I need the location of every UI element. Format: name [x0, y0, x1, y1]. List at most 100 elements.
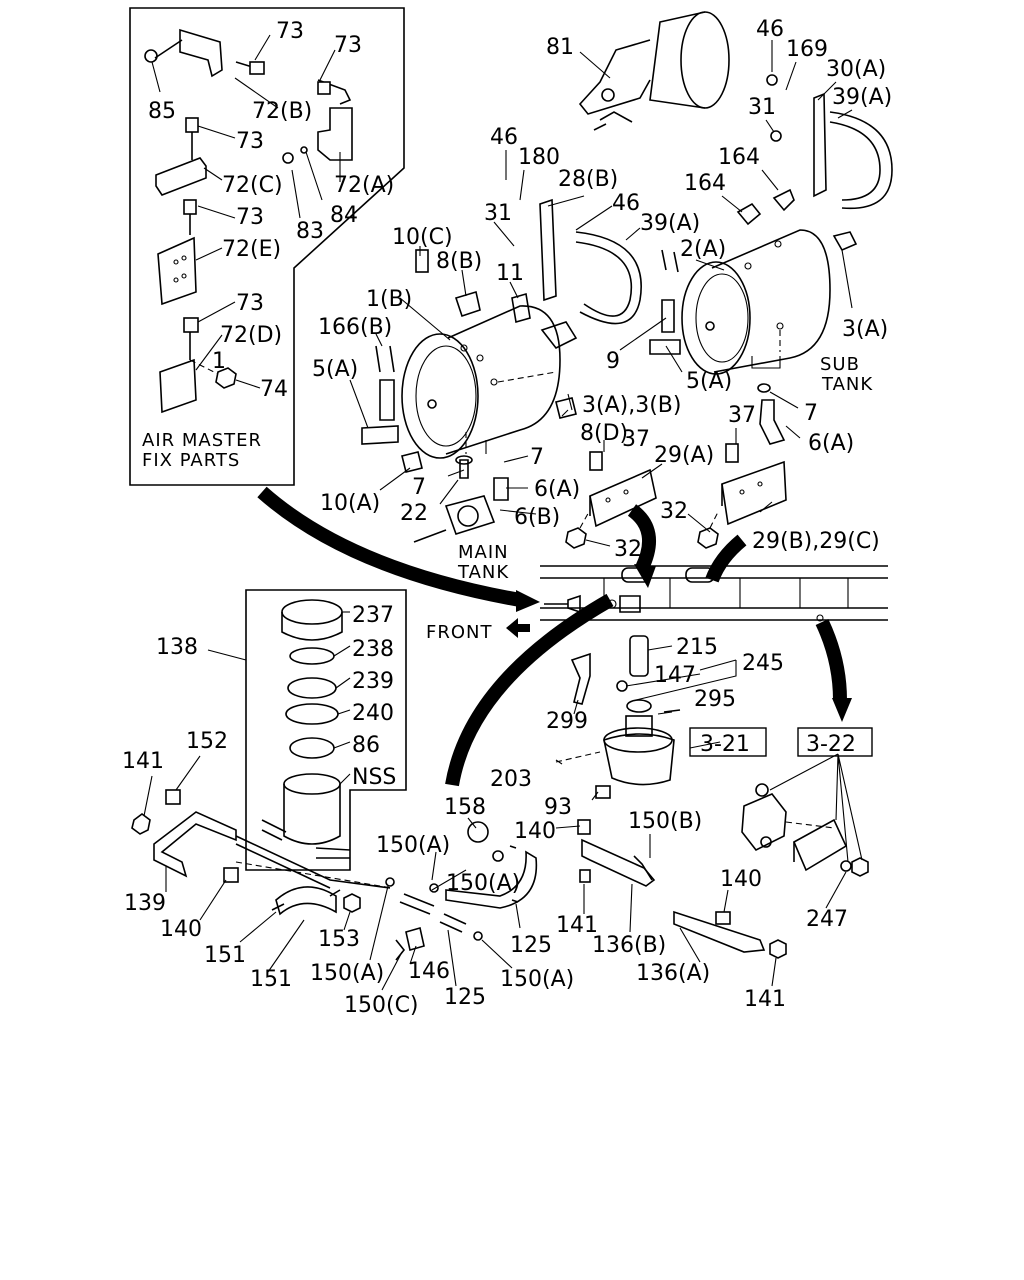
callout-label: 30(A): [826, 57, 886, 82]
sub-tank: [649, 74, 893, 445]
callout-label: 169: [786, 37, 828, 62]
callout-label: 86: [352, 733, 380, 758]
callout-label: 299: [546, 709, 588, 734]
reference-boxes: 3-21 3-22: [689, 727, 873, 757]
callout-label: 150(B): [628, 809, 702, 834]
inset-title-line1: AIR MASTER: [142, 430, 262, 451]
callout-label: 73: [236, 129, 264, 154]
ref-box-3-21: [689, 727, 767, 757]
callout-label: 6(B): [514, 505, 560, 530]
callout-label: 247: [806, 907, 848, 932]
callout-label: 72(D): [220, 323, 282, 348]
brackets-29: [565, 443, 787, 549]
callout-label: 5(A): [686, 369, 732, 394]
callout-label: 150(C): [344, 993, 419, 1018]
callout-label: 2(A): [680, 237, 726, 262]
callout-label: 136(A): [636, 961, 710, 986]
callout-label: 10(A): [320, 491, 380, 516]
callout-label: 7: [530, 445, 544, 470]
ref-box-3-22: [797, 727, 873, 757]
callout-label: 31: [748, 95, 776, 120]
ref-3-22: 3-22: [806, 732, 856, 757]
callout-label: 1(B): [366, 287, 412, 312]
callout-label: 32: [614, 537, 642, 562]
callout-label: 125: [510, 933, 552, 958]
reservoir-kit-138: [207, 589, 407, 871]
callout-label: 84: [330, 203, 358, 228]
callout-label: 158: [444, 795, 486, 820]
callout-label: 240: [352, 701, 394, 726]
callout-label: 73: [236, 205, 264, 230]
callout-label: 11: [496, 261, 524, 286]
callout-label: 7: [804, 401, 818, 426]
main-tank: [361, 198, 642, 543]
callout-label: 140: [514, 819, 556, 844]
callout-label: 136(B): [592, 933, 666, 958]
callout-label: 238: [352, 637, 394, 662]
callout-label: NSS: [352, 765, 396, 790]
leader-arrows: [257, 486, 852, 787]
callout-label: 3(A): [842, 317, 888, 342]
callout-label: 237: [352, 603, 394, 628]
callout-label: 8(B): [436, 249, 482, 274]
callout-label: 151: [204, 943, 246, 968]
compressor-81: [578, 11, 730, 131]
front-label: FRONT: [426, 622, 493, 643]
callout-label: 37: [622, 427, 650, 452]
callout-label: 46: [756, 17, 784, 42]
callout-label: 245: [742, 651, 784, 676]
callout-label: 138: [156, 635, 198, 660]
callout-label: 22: [400, 501, 428, 526]
callout-label: 150(A): [310, 961, 384, 986]
callout-label: 152: [186, 729, 228, 754]
callout-label: 73: [276, 19, 304, 44]
callout-label: 28(B): [558, 167, 618, 192]
callout-label: 9: [606, 349, 620, 374]
callout-label: 74: [260, 377, 288, 402]
callout-label: 31: [484, 201, 512, 226]
tank-labels: MAIN TANK SUB TANK FRONT: [426, 354, 873, 643]
air-dryer-assembly: [555, 635, 681, 799]
callout-label: 8(D): [580, 421, 628, 446]
callout-label: 39(A): [640, 211, 700, 236]
callout-label: 295: [694, 687, 736, 712]
callout-label: 140: [160, 917, 202, 942]
inset-fix-parts: [129, 7, 405, 486]
main-tank-label-1: MAIN: [458, 542, 509, 563]
callout-label: 83: [296, 219, 324, 244]
callout-leaders: [143, 40, 863, 991]
callout-label: 46: [490, 125, 518, 150]
bracket-139: [131, 789, 393, 916]
hose-lines: [385, 821, 538, 961]
sub-tank-label-2: TANK: [821, 374, 873, 395]
callout-label: 73: [236, 291, 264, 316]
callout-label: 1: [212, 349, 226, 374]
inset-title-line2: FIX PARTS: [142, 450, 240, 471]
callout-label: 215: [676, 635, 718, 660]
callout-label: 6(A): [534, 477, 580, 502]
callout-label: 29(A): [654, 443, 714, 468]
callout-label: 150(A): [446, 871, 520, 896]
callout-label: 141: [122, 749, 164, 774]
callout-label: 151: [250, 967, 292, 992]
callout-label: 81: [546, 35, 574, 60]
callout-label: 5(A): [312, 357, 358, 382]
callout-label: 72(C): [222, 173, 283, 198]
callout-labels: 81 46 169 30(A) 39(A) 31 164 164 46 180 …: [122, 17, 892, 1018]
valve-3-22: [741, 783, 869, 877]
sub-tank-label-1: SUB: [820, 354, 860, 375]
callout-label: 150(A): [500, 967, 574, 992]
chassis-frame: [506, 565, 888, 638]
callout-label: 37: [728, 403, 756, 428]
callout-label: 147: [654, 663, 696, 688]
callout-label: 150(A): [376, 833, 450, 858]
callout-label: 180: [518, 145, 560, 170]
callout-label: 3(A),3(B): [582, 393, 681, 418]
callout-label: 146: [408, 959, 450, 984]
callout-label: 72(E): [222, 237, 281, 262]
callout-label: 32: [660, 499, 688, 524]
callout-label: 141: [744, 987, 786, 1012]
callout-label: 164: [718, 145, 760, 170]
callout-label: 10(C): [392, 225, 453, 250]
